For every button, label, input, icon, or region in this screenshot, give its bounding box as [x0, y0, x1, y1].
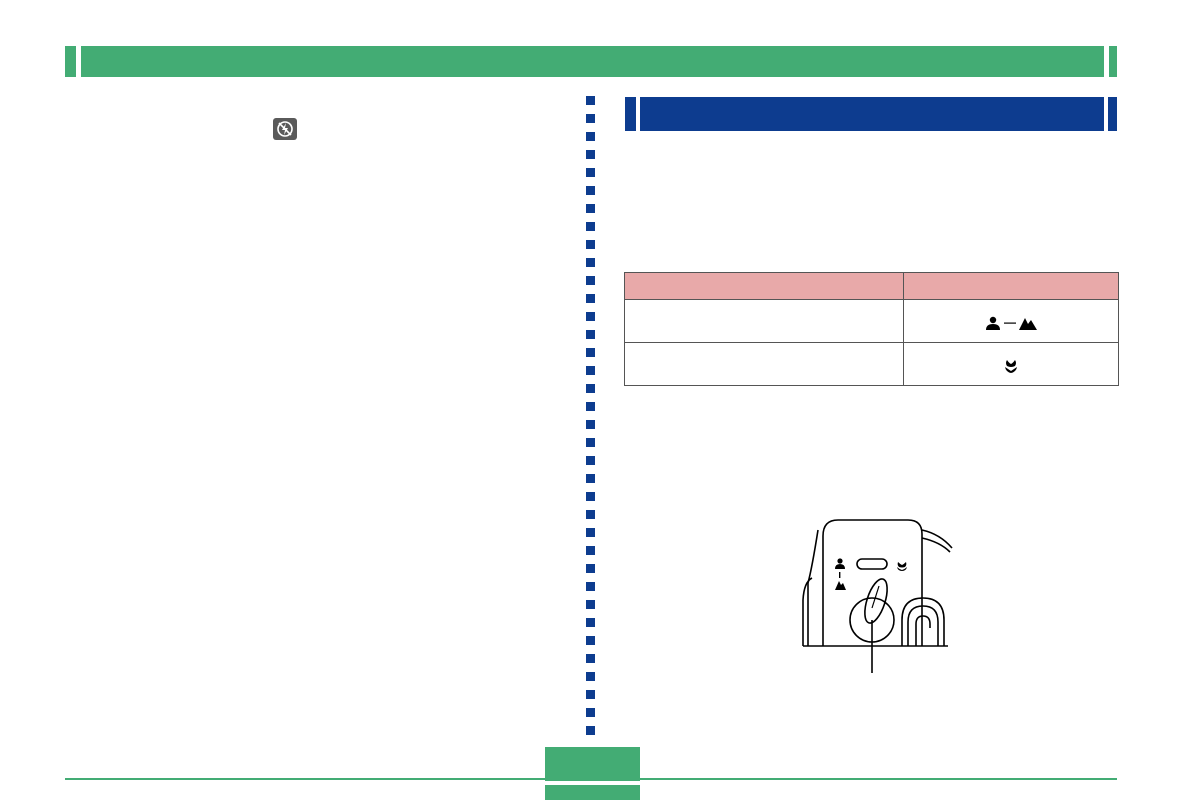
divider-dot — [586, 312, 595, 321]
table-cell — [903, 342, 1119, 386]
divider-dot — [586, 564, 595, 573]
divider-dot — [586, 204, 595, 213]
table-row — [624, 299, 1119, 343]
divider-dot — [586, 618, 595, 627]
divider-dot — [586, 132, 595, 141]
table-header-cell — [903, 272, 1119, 300]
divider-dot — [586, 510, 595, 519]
focus-mode-table — [624, 272, 1119, 386]
divider-dot — [586, 258, 595, 267]
divider-dot — [586, 330, 595, 339]
divider-dot — [586, 528, 595, 537]
divider-dot — [586, 402, 595, 411]
page-number-tab — [545, 747, 640, 800]
divider-dot — [586, 600, 595, 609]
divider-dot — [586, 726, 595, 735]
divider-dot — [586, 546, 595, 555]
divider-dot — [586, 474, 595, 483]
divider-dot — [586, 222, 595, 231]
divider-dot — [586, 492, 595, 501]
divider-dot — [586, 582, 595, 591]
divider-dot — [586, 150, 595, 159]
table-cell — [903, 299, 1119, 343]
divider-dot — [586, 114, 595, 123]
table-row — [624, 342, 1119, 386]
table-header-cell — [624, 272, 904, 300]
macro-flower-icon — [1004, 359, 1018, 373]
divider-dot — [586, 420, 595, 429]
divider-dot — [586, 96, 595, 105]
table-header-row — [624, 272, 1119, 300]
divider-dot — [586, 708, 595, 717]
divider-dot — [586, 276, 595, 285]
table-cell — [624, 342, 904, 386]
portrait-landscape-icon — [985, 316, 1037, 330]
divider-dot — [586, 366, 595, 375]
divider-dot — [586, 654, 595, 663]
divider-dot — [586, 672, 595, 681]
divider-dot — [586, 168, 595, 177]
divider-dot — [586, 186, 595, 195]
divider-dot — [586, 294, 595, 303]
divider-dot — [586, 690, 595, 699]
column-divider — [586, 96, 596, 736]
flash-off-icon — [273, 118, 297, 140]
divider-dot — [586, 240, 595, 249]
section-header-bar — [625, 97, 1117, 131]
divider-dot — [586, 438, 595, 447]
table-cell — [624, 299, 904, 343]
divider-dot — [586, 384, 595, 393]
camera-focus-switch-illustration — [790, 508, 965, 676]
divider-dot — [586, 456, 595, 465]
header-bar — [65, 46, 1117, 77]
divider-dot — [586, 636, 595, 645]
divider-dot — [586, 348, 595, 357]
